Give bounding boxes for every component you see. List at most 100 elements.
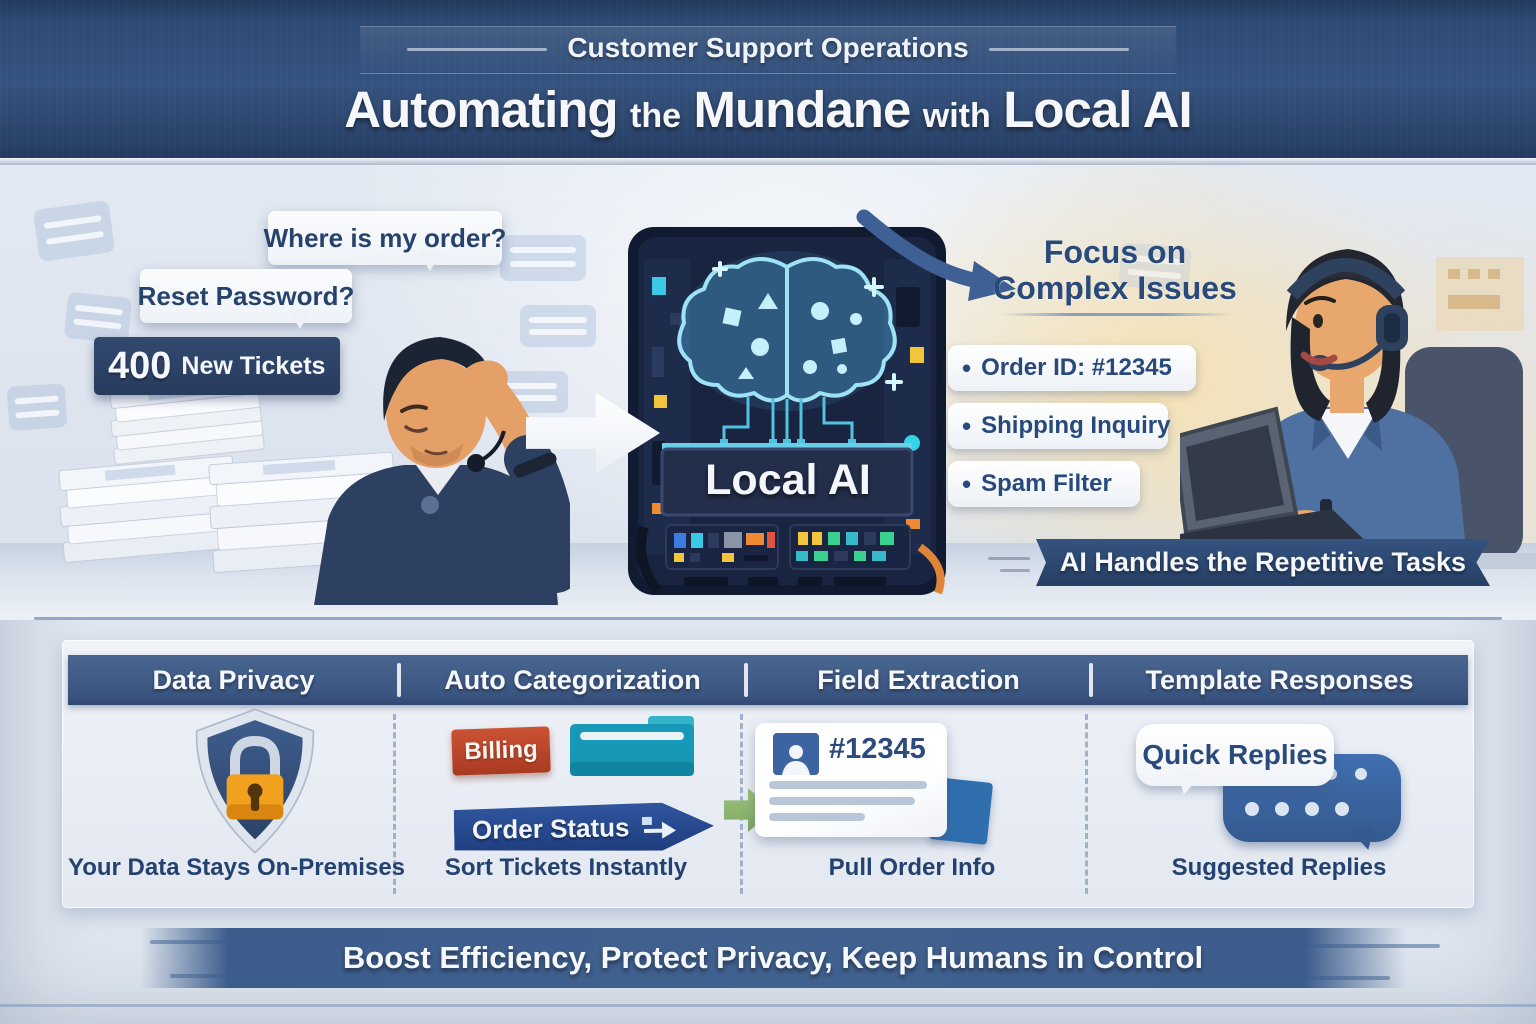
kicker-row: Customer Support Operations <box>0 32 1536 64</box>
bottom-banner-text: Boost Efficiency, Protect Privacy, Keep … <box>342 940 1204 975</box>
woman-brow <box>1304 296 1336 305</box>
card-text-line <box>769 797 915 805</box>
title-word-mundane: Mundane <box>693 81 912 138</box>
man-collar <box>416 465 460 495</box>
man-watch <box>513 452 557 478</box>
header-divider-bar <box>1089 663 1093 697</box>
bullet-icon: • <box>962 468 972 499</box>
lock-icon <box>226 774 284 820</box>
header-divider <box>0 158 1536 165</box>
billing-tag: Billing <box>451 726 551 776</box>
bullet-icon: • <box>962 410 972 441</box>
man-sleeve <box>504 435 570 593</box>
order-info-card: #12345 <box>755 723 947 837</box>
speech-bubble-order-text: Where is my order? <box>263 222 507 253</box>
header-divider-bar <box>744 663 748 697</box>
scene-features-divider <box>34 617 1502 620</box>
curved-arrow-icon <box>856 209 1016 301</box>
quick-replies-text: Quick Replies <box>1142 739 1328 770</box>
order-id-text: #12345 <box>829 733 926 765</box>
focus-item-order-id: • Order ID: #12345 <box>948 345 1196 391</box>
feature-title-data-privacy: Data Privacy <box>152 664 315 695</box>
cable-orange <box>917 543 945 595</box>
focus-heading-line1: Focus on <box>1043 234 1187 270</box>
focus-item-label: Order ID: #12345 <box>981 354 1172 381</box>
bullet-icon: • <box>962 352 972 383</box>
caption-auto-categorization: Sort Tickets Instantly <box>444 854 688 881</box>
caption-template-responses: Suggested Replies <box>1171 854 1387 881</box>
speech-bubble-password-text: Reset Password? <box>137 280 355 311</box>
deco-ticket <box>32 199 116 263</box>
man-button <box>421 496 439 514</box>
headset-band-icon <box>1286 258 1406 300</box>
avatar-icon <box>773 733 819 775</box>
woman-eye <box>1313 314 1323 328</box>
focus-heading-line2: Complex Issues <box>993 269 1237 306</box>
ribbon-speed-line <box>988 557 1030 560</box>
server-label: Local AI <box>664 448 912 512</box>
title-word-local-ai: Local AI <box>1003 81 1192 138</box>
deco-ticket <box>500 235 586 281</box>
speech-bubble-password: Reset Password? <box>137 269 355 329</box>
card-text-line <box>769 781 927 789</box>
wall-frame <box>1436 257 1524 331</box>
brain-inner-shapes <box>722 293 862 379</box>
focus-item-label: Spam Filter <box>981 470 1112 497</box>
paper-stack-back <box>109 393 265 465</box>
woman-hair-left <box>1290 317 1330 421</box>
folder-icon <box>570 716 694 776</box>
new-tickets-badge: 400 New Tickets <box>94 337 340 395</box>
focus-heading: Focus on Complex Issues <box>980 234 1250 307</box>
card-text-line <box>769 813 865 821</box>
title-word-with: with <box>922 97 991 135</box>
order-status-text: Order Status <box>471 811 630 845</box>
order-status-tag: Order Status <box>454 802 715 855</box>
bottom-banner: Boost Efficiency, Protect Privacy, Keep … <box>140 928 1406 988</box>
feature-title-template-responses: Template Responses <box>1145 664 1414 695</box>
circuit-lines <box>722 397 854 443</box>
server-label-text: Local AI <box>705 455 871 504</box>
features-panel: Data Privacy Auto Categorization Field E… <box>62 640 1474 908</box>
kicker-left-rule <box>407 48 548 52</box>
woman-shirt <box>1316 409 1378 459</box>
speech-bubble-order: Where is my order? <box>264 211 506 271</box>
feature-title-auto-categorization: Auto Categorization <box>444 664 701 695</box>
deco-ticket <box>520 305 596 347</box>
man-brow <box>400 404 428 413</box>
column-divider <box>393 714 396 894</box>
woman-smile <box>1300 351 1338 366</box>
billing-tag-text: Billing <box>463 735 539 766</box>
ribbon-speed-line <box>1000 569 1030 572</box>
laptop-screen-inner <box>1186 425 1284 521</box>
sign-top-edge <box>662 443 912 451</box>
typing-dot <box>1355 768 1367 780</box>
shield-icon <box>195 708 315 854</box>
focus-item-shipping: • Shipping Inquiry <box>948 403 1170 449</box>
man-beard <box>410 443 464 466</box>
quick-replies-bubble: Quick Replies <box>1136 724 1334 786</box>
typing-dot <box>1245 802 1259 816</box>
footer-rule <box>0 1004 1536 1007</box>
focus-heading-underline <box>1000 313 1232 316</box>
control-panel-left <box>665 524 779 570</box>
paper-stack-left <box>58 455 241 563</box>
typing-dot <box>1335 802 1349 816</box>
header-banner: Customer Support Operations Automating t… <box>0 0 1536 160</box>
arrow-right-icon <box>641 814 677 839</box>
headset-boom <box>475 430 506 465</box>
column-divider <box>1085 714 1088 894</box>
typing-dot <box>1305 802 1319 816</box>
feature-title-field-extraction: Field Extraction <box>817 664 1020 695</box>
woman-neck <box>1330 377 1364 413</box>
server-vents <box>684 577 886 586</box>
title-word-the: the <box>630 97 682 135</box>
page-title: Automating the Mundane with Local AI <box>0 80 1536 139</box>
main-scene: Where is my order? Reset Password? 400 N… <box>0 165 1536 620</box>
ribbon-text: AI Handles the Repetitive Tasks <box>1059 547 1467 577</box>
title-word-automating: Automating <box>344 81 618 138</box>
caption-data-privacy: Your Data Stays On-Premises <box>68 854 406 881</box>
man-shirt <box>314 465 558 605</box>
lock-shackle <box>230 735 280 778</box>
local-ai-sign <box>660 447 914 517</box>
